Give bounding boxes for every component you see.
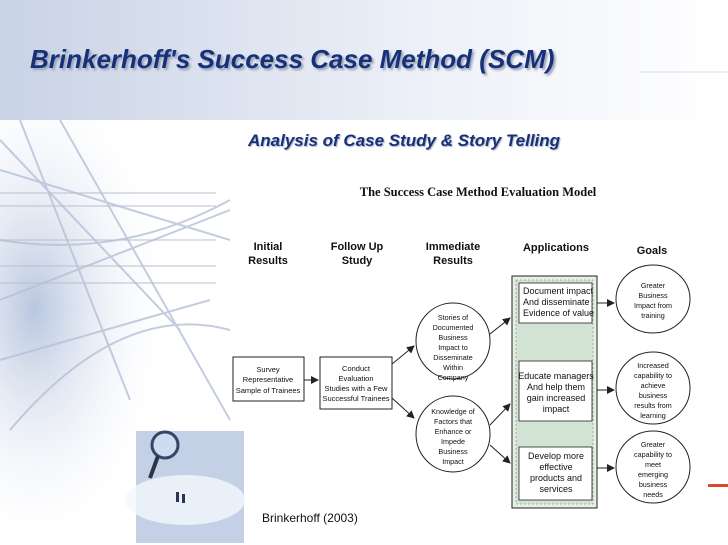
col-followup-line1: Follow Up [331, 241, 384, 253]
col-applications: Applications [523, 242, 589, 254]
arrow-knowledge-to-app [489, 444, 511, 464]
survey-line: Sample of Trainees [236, 386, 301, 395]
goal2-line: achieve [641, 381, 666, 390]
goal3-line: meet [645, 460, 661, 469]
goal3-line: business [639, 480, 668, 489]
diagram-title: The Success Case Method Evaluation Model [360, 185, 597, 199]
app-edu-line: And help them [527, 382, 585, 392]
app-box-educate [518, 360, 593, 422]
goal2-line: capability to [634, 371, 672, 380]
survey-line: Survey [256, 365, 280, 374]
goal2-line: Increased [637, 361, 669, 370]
goal1-line: Greater [641, 281, 666, 290]
citation: Brinkerhoff (2003) [262, 511, 358, 525]
survey-line: Representative [243, 375, 293, 384]
conduct-box [319, 356, 393, 410]
col-followup-line2: Study [342, 255, 373, 267]
arrow-to-knowledge [391, 397, 415, 419]
stories-line: Documented [433, 323, 474, 332]
conduct-line: Conduct [342, 364, 371, 373]
col-immediate-line2: Results [433, 255, 473, 267]
goal3-line: emerging [638, 470, 668, 479]
app-box-develop [518, 446, 593, 501]
knowledge-line: Knowledge of [431, 407, 475, 416]
col-goals: Goals [637, 245, 668, 257]
slide-title: Brinkerhoff's Success Case Method (SCM) [30, 44, 555, 74]
conduct-line: Studies with a Few [325, 384, 389, 393]
knowledge-line: Business [438, 447, 468, 456]
stories-line: Company [438, 373, 469, 382]
arrow-to-stories [391, 345, 415, 365]
conduct-line: Successful Trainees [322, 394, 389, 403]
app-doc-line: Document impact [523, 286, 594, 296]
knowledge-line: Enhance or [435, 427, 472, 436]
col-initial-line1: Initial [254, 241, 283, 253]
app-doc-line: And disseminate [523, 297, 590, 307]
accent-mark [708, 484, 728, 487]
app-dev-line: services [539, 484, 573, 494]
app-edu-line: gain increased [527, 393, 586, 403]
magnifier-photo [125, 430, 245, 543]
app-doc-line: Evidence of value [523, 308, 594, 318]
goal2-line: business [639, 391, 668, 400]
app-dev-line: Develop more [528, 451, 584, 461]
survey-box [232, 356, 305, 402]
knowledge-line: Impede [441, 437, 465, 446]
slide-subtitle: Analysis of Case Study & Story Telling [248, 131, 561, 150]
stories-circle [415, 302, 491, 380]
goal-circle-2 [615, 351, 691, 425]
goal-circle-1 [615, 264, 691, 334]
stories-line: Within [443, 363, 463, 372]
col-initial-line2: Results [248, 255, 288, 267]
goal-circle-3 [615, 430, 691, 504]
goal3-line: capability to [634, 450, 672, 459]
app-dev-line: products and [530, 473, 582, 483]
arrow-stories-to-app [489, 317, 511, 335]
conduct-line: Evaluation [338, 374, 373, 383]
app-box-document [518, 282, 593, 324]
col-immediate-line1: Immediate [426, 241, 480, 253]
app-edu-line: impact [543, 404, 570, 414]
goal1-line: Business [638, 291, 668, 300]
goal3-line: Greater [641, 440, 666, 449]
knowledge-circle [415, 395, 491, 473]
app-edu-line: Educate managers [518, 371, 594, 381]
knowledge-line: Impact [442, 457, 464, 466]
goal1-line: training [641, 311, 665, 320]
goal2-line: learning [640, 411, 666, 420]
stories-line: Disseminate [433, 353, 473, 362]
goal2-line: results from [634, 401, 672, 410]
stories-line: Stories of [438, 313, 468, 322]
goal1-line: Impact from [634, 301, 672, 310]
decorative-rules [0, 192, 216, 284]
knowledge-line: Factors that [434, 417, 472, 426]
stories-line: Impact to [438, 343, 468, 352]
arrow-knowledge-to-app [489, 403, 511, 426]
goal3-line: needs [643, 490, 663, 499]
app-dev-line: effective [539, 462, 572, 472]
stories-line: Business [438, 333, 468, 342]
